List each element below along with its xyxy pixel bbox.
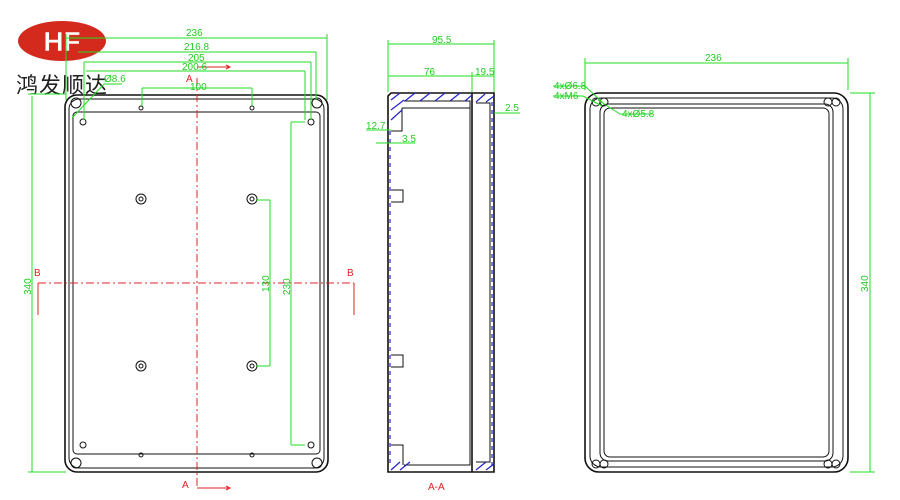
dim-216-8: 216.8 [184, 42, 209, 53]
dim-100: 100 [190, 82, 207, 93]
dim-76: 76 [424, 67, 436, 78]
rear-view: 236 340 4xØ6.8 4xM6 4xØ5.8 [553, 53, 875, 473]
dim-130: 130 [261, 275, 272, 292]
dim-12-7: 12.7 [366, 121, 386, 132]
section-a-bottom-label: A [182, 480, 189, 491]
dim-236: 236 [186, 28, 203, 39]
rear-dim-236: 236 [705, 53, 722, 64]
section-view: 95.5 76 19.5 2.5 12.7 3.5 A-A [366, 35, 520, 493]
dim-205: 205 [188, 53, 205, 64]
section-view-title: A-A [428, 482, 445, 493]
dim-19-5: 19.5 [475, 67, 495, 78]
section-a-top-label: A [186, 74, 193, 85]
dim-hole-dia: Ø8.6 [104, 74, 126, 85]
logo-mark: HF [43, 26, 80, 57]
dim-3-5: 3.5 [402, 134, 416, 145]
dim-thread: 4xM6 [554, 91, 579, 102]
dim-230: 230 [282, 278, 293, 295]
dim-95-5: 95.5 [432, 35, 452, 46]
dim-hole-outer: 4xØ6.8 [554, 81, 587, 92]
dim-340: 340 [23, 278, 34, 295]
logo: HF [18, 21, 106, 61]
section-b-left-label: B [34, 268, 41, 279]
section-b-right-label: B [347, 268, 354, 279]
dim-hole-inner: 4xØ5.8 [622, 109, 655, 120]
dim-200-6: 200.6 [182, 62, 207, 73]
dim-2-5: 2.5 [505, 103, 519, 114]
rear-dim-340: 340 [860, 275, 871, 292]
front-view: A A B B 236 216.8 205 200.6 100 Ø8.6 340… [23, 28, 355, 491]
